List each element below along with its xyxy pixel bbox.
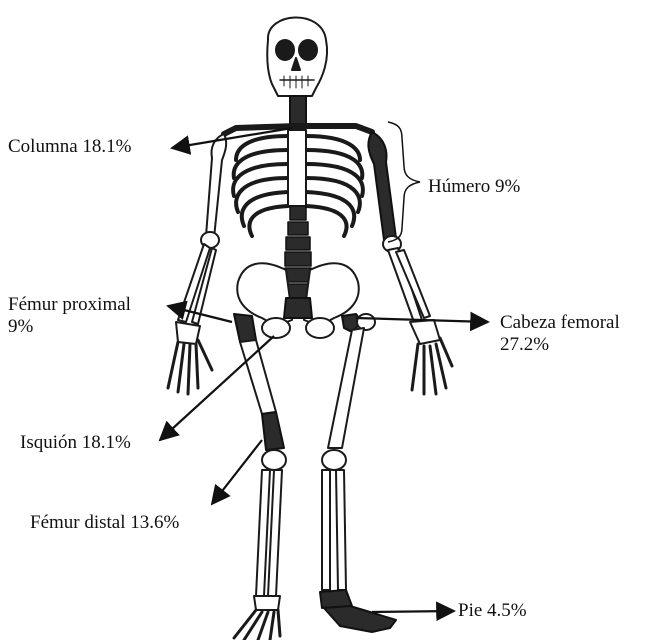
label-columna: Columna 18.1% xyxy=(8,136,132,158)
arrow-pie xyxy=(372,611,454,612)
label-cabeza-femoral: Cabeza femoral 27.2% xyxy=(500,312,620,356)
label-femur-proximal-line1: Fémur proximal xyxy=(8,294,131,316)
label-femur-proximal: Fémur proximal 9% xyxy=(8,294,131,338)
sternum xyxy=(288,130,306,206)
skull xyxy=(267,17,327,96)
cervical-spine xyxy=(290,96,306,124)
left-leg xyxy=(234,314,286,640)
label-isquion: Isquión 18.1% xyxy=(20,432,131,454)
left-arm xyxy=(168,134,226,394)
label-pie: Pie 4.5% xyxy=(458,600,527,622)
arrow-femur-distal xyxy=(212,440,262,504)
right-leg xyxy=(320,314,396,632)
label-femur-distal: Fémur distal 13.6% xyxy=(30,512,179,534)
right-clavicle xyxy=(298,126,372,132)
label-femur-proximal-line2: 9% xyxy=(8,316,131,338)
right-arm xyxy=(368,132,452,394)
label-cabeza-femoral-line2: 27.2% xyxy=(500,334,620,356)
label-humero: Húmero 9% xyxy=(428,176,520,198)
label-cabeza-femoral-line1: Cabeza femoral xyxy=(500,312,620,334)
